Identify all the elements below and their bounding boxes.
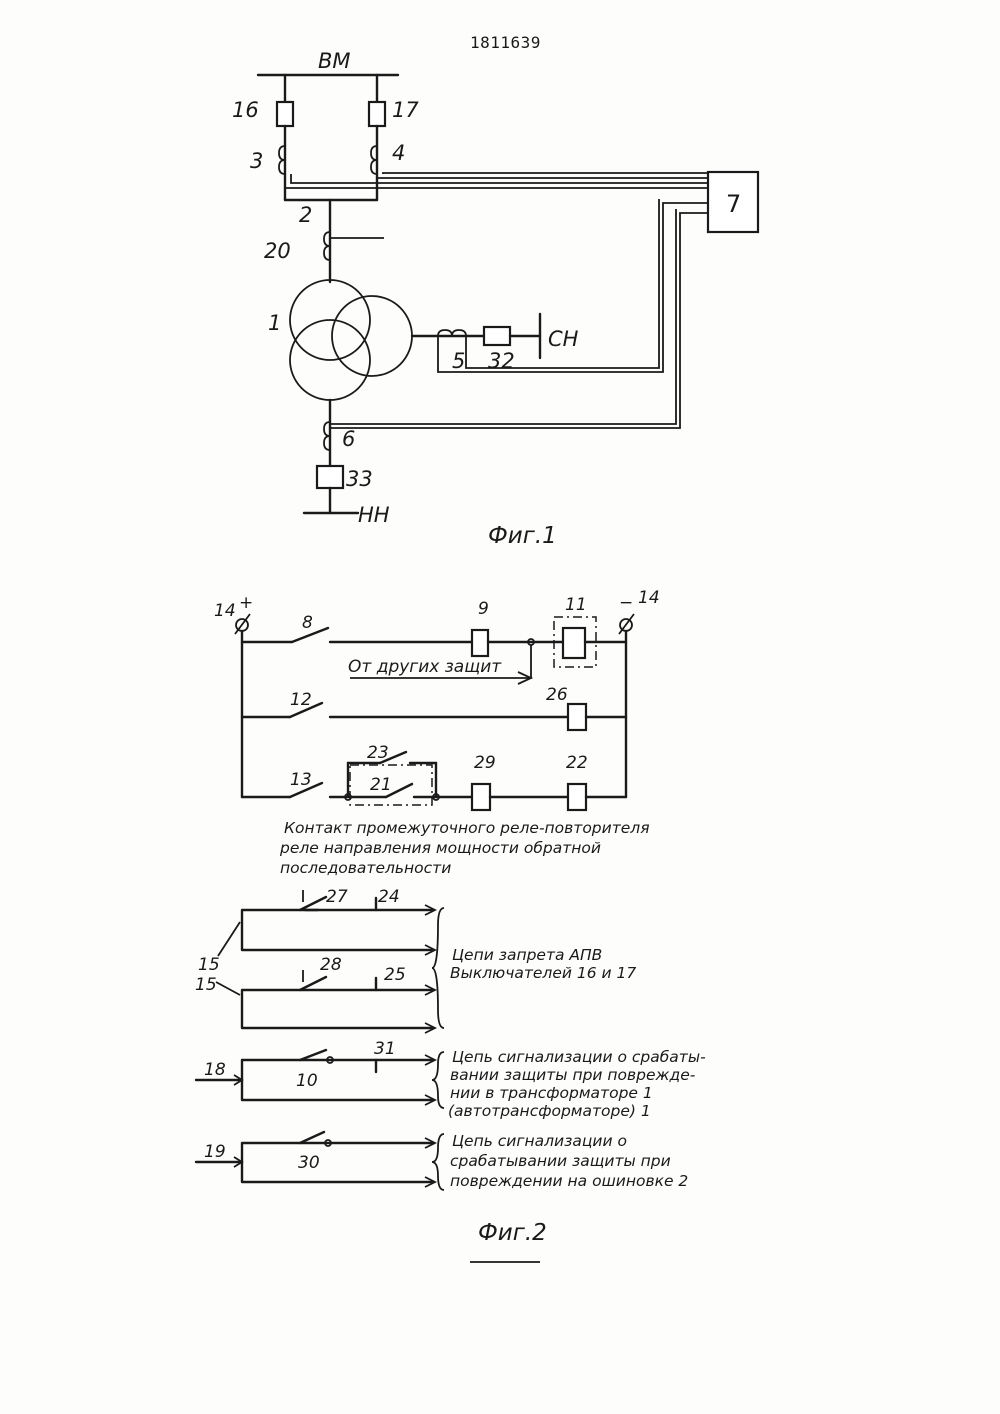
mv-bus-label: СН (548, 327, 579, 351)
contact-24-label: 24 (378, 887, 400, 907)
ct-4-secondary (377, 174, 708, 178)
apv-circuit-1 (242, 910, 432, 950)
contact-30-switch (300, 1132, 324, 1143)
breaker-17-label: 17 (392, 98, 419, 122)
input-15b-label: 15 (195, 975, 217, 995)
relay-22-label: 22 (566, 753, 588, 773)
fig1-caption: Фиг.1 (488, 523, 557, 549)
ct-4-label: 4 (392, 141, 405, 165)
relay-26 (568, 704, 586, 730)
other-protections-label: От других защит (348, 657, 502, 677)
fig2-diagram: + 14 − 14 8 9 От других защит 11 12 26 (195, 588, 706, 1262)
signal-1-circuit (242, 1060, 432, 1100)
relay-22 (568, 784, 586, 810)
signal-2-circuit (242, 1143, 432, 1182)
ct-20-label: 20 (264, 239, 291, 263)
contact-10-label: 10 (296, 1071, 318, 1091)
signal-1-line-3: нии в трансформаторе 1 (450, 1084, 653, 1102)
relay-note-line-1: Контакт промежуточного реле-повторителя (284, 819, 650, 837)
contact-12-label: 12 (290, 690, 312, 710)
signal-2-line-3: повреждении на ошиновке 2 (450, 1172, 688, 1190)
ct-6-secondary (330, 213, 708, 428)
apv-brace (432, 908, 444, 1028)
ct-3-label: 3 (250, 149, 263, 173)
contact-10-switch (300, 1050, 326, 1060)
input-15a-arrow (218, 922, 240, 956)
signal-2-line-1: Цепь сигнализации о (452, 1132, 627, 1150)
apv-text-line-2: Выключателей 16 и 17 (450, 964, 636, 982)
bus-2-label: 2 (299, 203, 312, 227)
ct-4-secondary-b (383, 173, 708, 174)
fig2-caption: Фиг.2 (478, 1220, 547, 1246)
breaker-32 (484, 327, 510, 345)
contact-31-label: 31 (374, 1039, 396, 1059)
contact-27-label: 27 (326, 887, 348, 907)
contact-8-label: 8 (302, 613, 313, 633)
terminal-minus-sign: − (619, 593, 633, 613)
hv-bus-label: ВМ (318, 49, 351, 73)
input-15a-label: 15 (198, 955, 220, 975)
breaker-32-label: 32 (488, 349, 515, 373)
signal-1-line-1: Цепь сигнализации о срабаты- (452, 1048, 706, 1066)
relay-29 (472, 784, 490, 810)
apv-circuit-2 (242, 990, 432, 1028)
breaker-16-label: 16 (232, 98, 259, 122)
fig1-diagram: ВМ 16 3 17 4 2 20 1 5 (232, 49, 758, 549)
ct-3-secondary (285, 174, 708, 188)
patent-number: 1811639 (470, 33, 541, 52)
contact-28-label: 28 (320, 955, 342, 975)
apv-text-line-1: Цепи запрета АПВ (452, 946, 602, 964)
terminal-minus-label: 14 (638, 588, 660, 608)
transformer-1-label: 1 (268, 311, 281, 335)
relay-11-label: 11 (565, 595, 587, 615)
ct-5-label: 5 (452, 349, 465, 373)
breaker-17 (369, 102, 385, 126)
terminal-plus-label: 14 (214, 601, 236, 621)
breaker-33 (317, 466, 343, 488)
relay-9 (472, 630, 488, 656)
signal-2-line-2: срабатывании защиты при (450, 1152, 671, 1170)
signal-1-line-2: вании защиты при поврежде- (450, 1066, 696, 1084)
relay-9-label: 9 (478, 599, 489, 619)
relay-block-7-label: 7 (726, 190, 741, 218)
relay-note-line-2: реле направления мощности обратной (279, 839, 601, 857)
contact-13-label: 13 (290, 770, 312, 790)
terminal-plus-sign: + (239, 593, 253, 613)
ct-6-secondary-b (330, 209, 676, 424)
transformer-winding-mv (332, 296, 412, 376)
breaker-33-label: 33 (346, 467, 373, 491)
relay-26-label: 26 (546, 685, 568, 705)
ct-6-label: 6 (342, 427, 355, 451)
relay-29-label: 29 (474, 753, 496, 773)
input-19-label: 19 (204, 1142, 226, 1162)
lv-bus-label: НН (358, 503, 390, 527)
breaker-16 (277, 102, 293, 126)
relay-11 (563, 628, 585, 658)
signal-1-line-4: (автотрансформаторе) 1 (448, 1102, 651, 1120)
contact-21-label: 21 (370, 775, 392, 795)
relay-note-line-3: последовательности (280, 859, 451, 877)
input-18-label: 18 (204, 1060, 226, 1080)
contact-25-label: 25 (384, 965, 406, 985)
contact-30-label: 30 (298, 1153, 320, 1173)
input-15b-arrow (216, 982, 240, 995)
